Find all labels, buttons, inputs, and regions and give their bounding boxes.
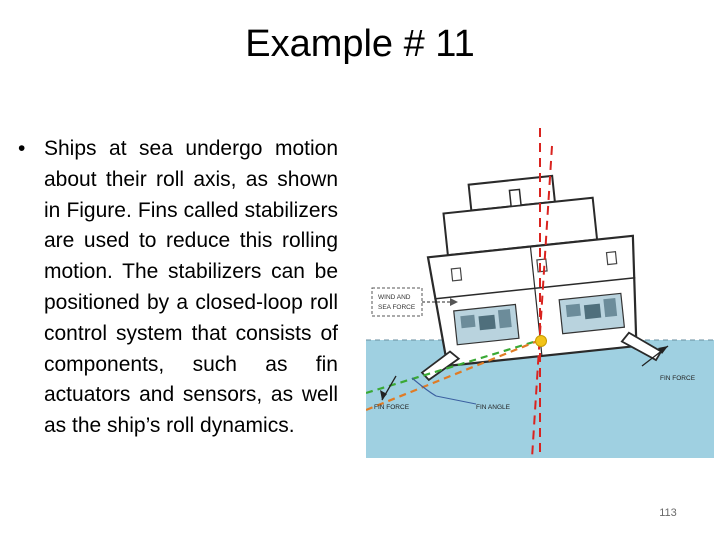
wind-label-line1: WIND AND <box>378 294 411 301</box>
ship-mast-block <box>508 188 522 208</box>
roll-center-dot <box>535 335 547 347</box>
fin-force-label-right: FIN FORCE <box>660 375 696 382</box>
stabilizer-fin-left <box>420 350 461 382</box>
bullet-item: • Ships at sea undergo motion about thei… <box>18 134 338 442</box>
fin-angle-arc <box>411 377 437 397</box>
wind-sea-force-box <box>371 287 423 317</box>
bullet-text: Ships at sea undergo motion about their … <box>44 137 338 438</box>
page-number: 113 <box>659 507 677 519</box>
ship-roll-axis-line <box>531 145 553 458</box>
slide-title: Example # 11 <box>245 23 475 65</box>
ship <box>420 174 663 382</box>
fin-angle-label: FIN ANGLE <box>476 404 511 411</box>
bullet-dot: • <box>18 137 26 160</box>
fin-force-label-left: FIN FORCE <box>374 404 410 411</box>
orange-dashed-line <box>366 338 541 412</box>
wind-arrow-head <box>450 298 458 306</box>
wind-label-line2: SEA FORCE <box>378 304 416 311</box>
stabilizer-fin-right <box>620 331 663 362</box>
green-dashed-line <box>366 338 541 395</box>
ship-roll-figure: WIND AND SEA FORCE FIN FORCE FIN FORCE F… <box>366 128 714 458</box>
